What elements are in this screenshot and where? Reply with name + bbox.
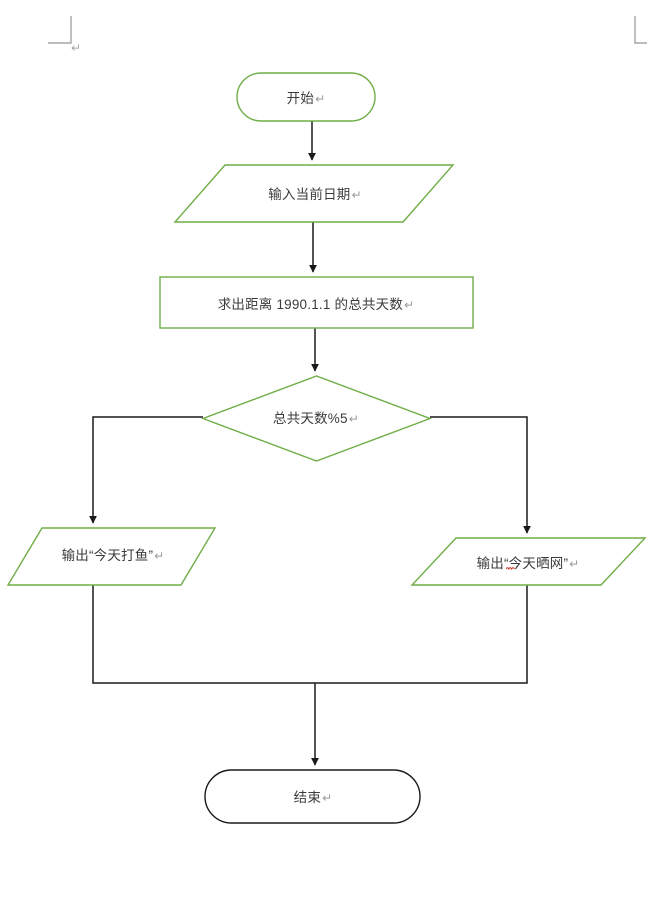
connector-decision-right-to-output-net bbox=[430, 416, 531, 534]
io-output-drying-net-today[interactable] bbox=[410, 537, 647, 586]
margin-corner-mark-top-left bbox=[48, 16, 72, 44]
decision-total-days-mod-5[interactable] bbox=[201, 375, 432, 462]
terminator-end[interactable] bbox=[204, 769, 421, 824]
io-input-current-date[interactable] bbox=[173, 164, 455, 223]
terminator-start[interactable] bbox=[236, 72, 376, 122]
connector-decision-left-to-output-fish bbox=[89, 416, 203, 524]
connector-output-net-to-merge bbox=[315, 585, 528, 684]
connector-output-fish-to-merge bbox=[92, 585, 315, 684]
process-compute-total-days[interactable] bbox=[159, 276, 474, 329]
margin-corner-mark-top-right bbox=[634, 16, 647, 44]
body-paragraph-mark-icon: ↵ bbox=[71, 41, 82, 55]
io-output-fishing-today[interactable] bbox=[6, 527, 217, 586]
